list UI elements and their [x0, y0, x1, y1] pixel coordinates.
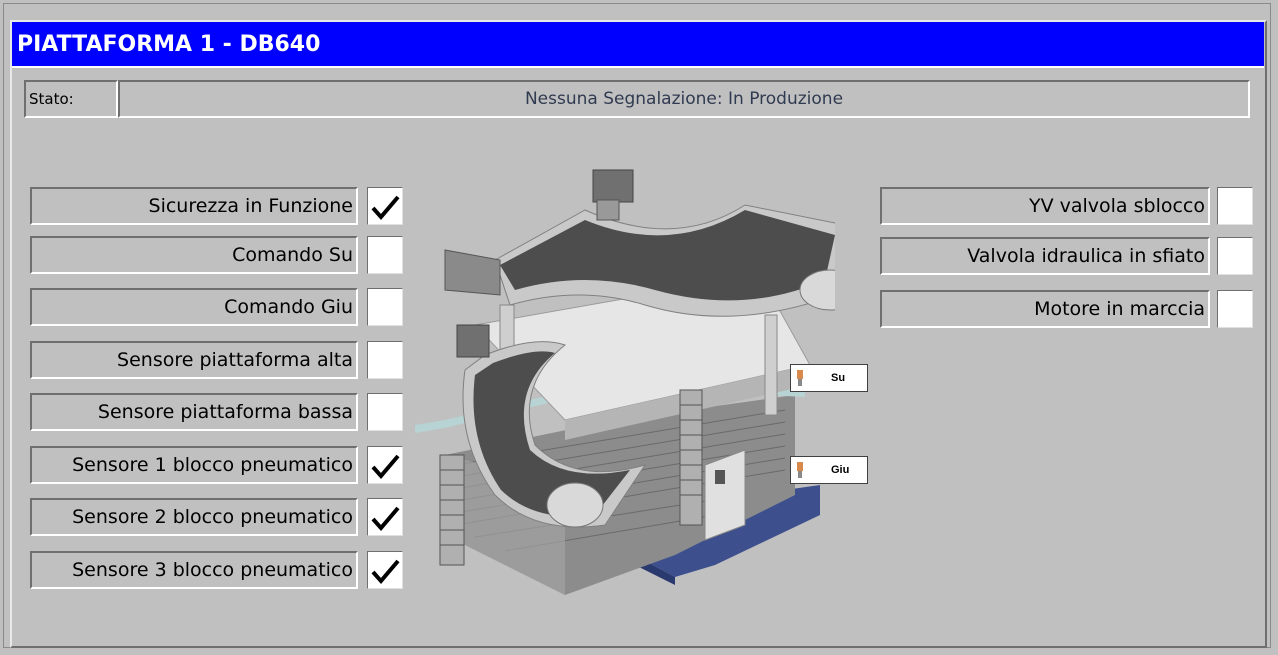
signal-label-blocco-1: Sensore 1 blocco pneumatico: [30, 446, 358, 484]
panel-frame: [10, 20, 1267, 648]
signal-label-comando-giu: Comando Giu: [30, 288, 358, 326]
signal-checkbox-motore[interactable]: [1217, 290, 1253, 328]
signal-checkbox-comando-su[interactable]: [367, 236, 403, 274]
sensor-tag-label: Su: [831, 372, 846, 384]
signal-checkbox-blocco-3[interactable]: [367, 551, 403, 589]
signal-checkbox-sicurezza[interactable]: [367, 187, 403, 225]
signal-label-piattaforma-bassa: Sensore piattaforma bassa: [30, 393, 358, 431]
checkmark-icon: [371, 559, 400, 585]
sensor-tag-su: Su: [790, 364, 868, 392]
signal-label-sicurezza: Sicurezza in Funzione: [30, 187, 358, 225]
signal-label-valvola-idraulica: Valvola idraulica in sfiato: [880, 237, 1210, 275]
signal-checkbox-piattaforma-alta[interactable]: [367, 341, 403, 379]
signal-checkbox-blocco-2[interactable]: [367, 498, 403, 536]
checkmark-icon: [371, 506, 400, 532]
status-label: Stato:: [24, 80, 118, 118]
signal-label-blocco-2: Sensore 2 blocco pneumatico: [30, 498, 358, 536]
status-value: Nessuna Segnalazione: In Produzione: [118, 80, 1250, 118]
signal-label-motore: Motore in marccia: [880, 290, 1210, 328]
signal-checkbox-blocco-1[interactable]: [367, 446, 403, 484]
signal-checkbox-piattaforma-bassa[interactable]: [367, 393, 403, 431]
proximity-sensor-icon: [797, 370, 803, 386]
checkmark-icon: [371, 195, 400, 221]
platform-machine-image: [415, 169, 835, 595]
sensor-tag-label: Giu: [831, 464, 850, 476]
signal-label-blocco-3: Sensore 3 blocco pneumatico: [30, 551, 358, 589]
signal-label-comando-su: Comando Su: [30, 236, 358, 274]
signal-label-piattaforma-alta: Sensore piattaforma alta: [30, 341, 358, 379]
window-title: PIATTAFORMA 1 - DB640: [12, 22, 1264, 68]
checkmark-icon: [371, 454, 400, 480]
signal-checkbox-comando-giu[interactable]: [367, 288, 403, 326]
signal-checkbox-yv-valvola[interactable]: [1217, 187, 1253, 225]
signal-label-yv-valvola: YV valvola sblocco: [880, 187, 1210, 225]
signal-checkbox-valvola-idraulica[interactable]: [1217, 237, 1253, 275]
proximity-sensor-icon: [797, 462, 803, 478]
sensor-tag-giu: Giu: [790, 456, 868, 484]
